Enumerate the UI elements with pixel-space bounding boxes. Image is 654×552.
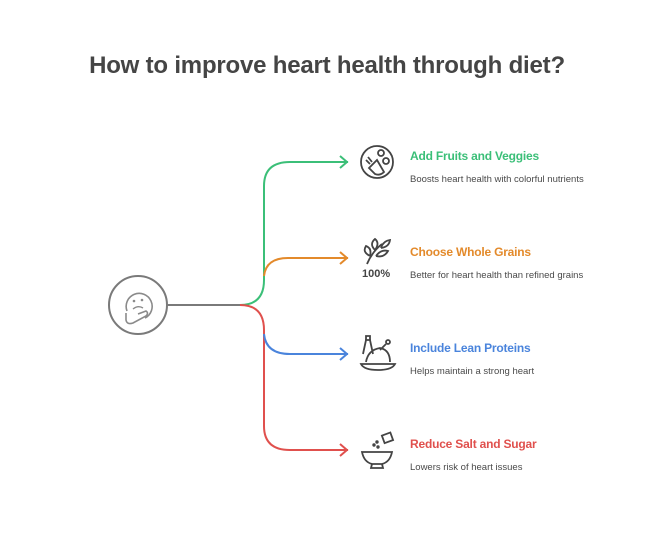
arrow-orange <box>339 251 349 265</box>
whole-grain-100-icon: 100% <box>362 237 392 280</box>
diagram-title: How to improve heart health through diet… <box>89 52 565 79</box>
connector-orange <box>263 257 348 277</box>
item-fruits-veggies: Add Fruits and Veggies Boosts heart heal… <box>410 149 584 185</box>
item-whole-grains: Choose Whole Grains Better for heart hea… <box>410 245 583 281</box>
fruits-veggies-icon <box>360 145 394 179</box>
lean-protein-chicken-icon <box>359 335 397 371</box>
arrow-red <box>339 443 349 457</box>
item-title: Add Fruits and Veggies <box>410 149 539 163</box>
item-description: Better for heart health than refined gra… <box>410 270 584 281</box>
item-description: Lowers risk of heart issues <box>410 462 523 473</box>
thinking-face-icon <box>108 275 168 335</box>
item-title: Reduce Salt and Sugar <box>410 437 537 451</box>
item-description: Boosts heart health with colorful nutrie… <box>410 174 584 185</box>
grain-icon-text: 100% <box>362 268 390 280</box>
item-salt-sugar: Reduce Salt and Sugar Lowers risk of hea… <box>410 437 537 473</box>
connector-blue <box>263 333 348 355</box>
item-description: Helps maintain a strong heart <box>410 366 535 377</box>
item-lean-proteins: Include Lean Proteins Helps maintain a s… <box>410 341 534 377</box>
salt-bowl-icon <box>360 431 395 469</box>
arrow-blue <box>339 347 349 361</box>
connector-red <box>239 304 348 451</box>
connector-green <box>168 161 348 306</box>
arrow-green <box>339 155 349 169</box>
item-title: Choose Whole Grains <box>410 245 531 259</box>
item-title: Include Lean Proteins <box>410 341 531 355</box>
